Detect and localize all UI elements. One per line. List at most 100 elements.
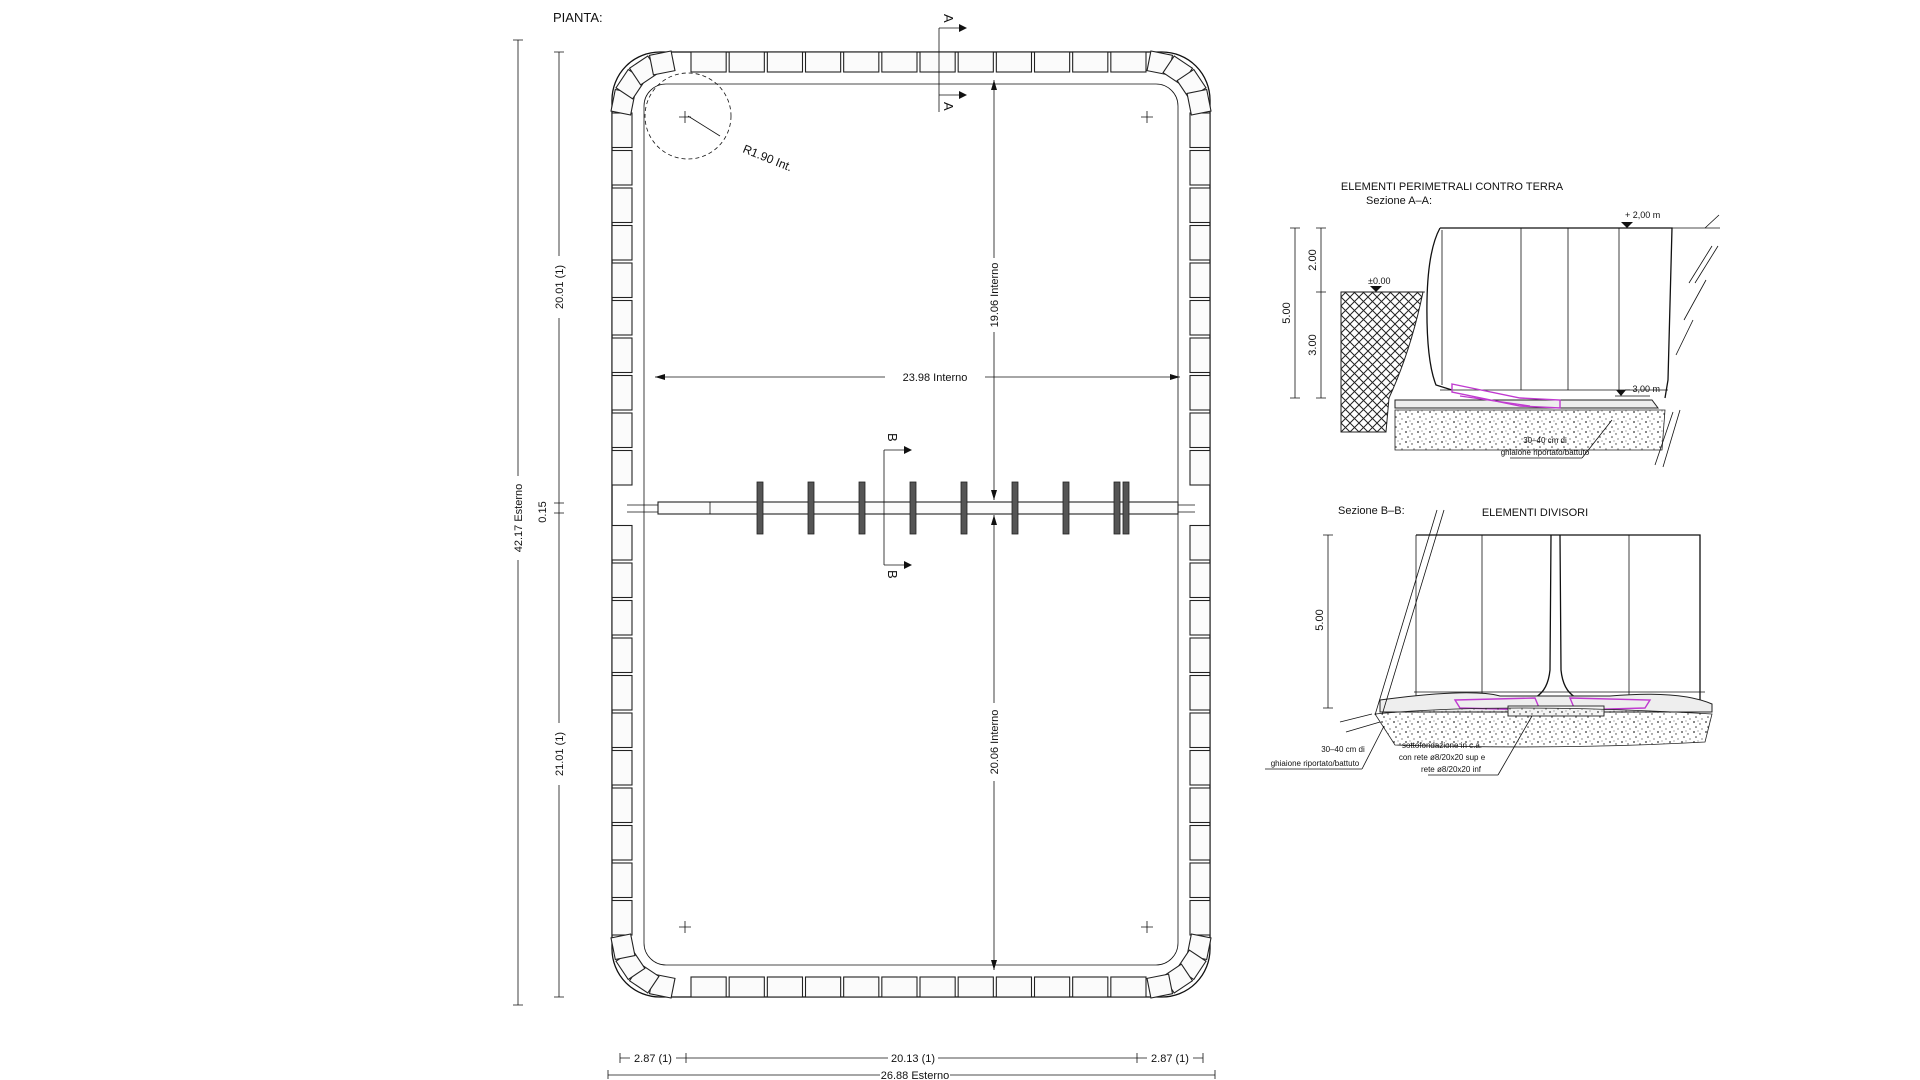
perimeter-block — [766, 976, 804, 998]
perimeter-block — [611, 562, 633, 599]
gravel-aa — [1394, 409, 1666, 451]
left-dimensions: 42.17 Esterno 20.01 (1) 21.01 (1) 0.15 — [510, 39, 567, 1006]
section-bb-dim-height: 5.00 — [1314, 609, 1326, 630]
perimeter-block — [1186, 88, 1212, 116]
perimeter-block — [804, 51, 842, 73]
perimeter-block — [611, 524, 633, 561]
perimeter-block — [919, 51, 956, 73]
perimeter-block — [648, 50, 676, 76]
bottom-half-label: 21.01 (1) — [554, 732, 566, 776]
right-end-label: 2.87 (1) — [1151, 1053, 1189, 1065]
total-width-label: 26.88 Esterno — [881, 1070, 950, 1080]
perimeter-block — [1189, 824, 1211, 861]
perimeter-block — [804, 976, 842, 998]
perimeter-block — [1072, 976, 1109, 998]
perimeter-block — [1189, 637, 1211, 674]
section-b-marker: B B — [883, 433, 912, 579]
perimeter-block — [1189, 112, 1211, 149]
perimeter-block — [611, 749, 633, 786]
perimeter-block — [1189, 674, 1211, 711]
perimeter-block — [690, 976, 727, 998]
section-a-label-top: A — [941, 14, 956, 23]
perimeter-block — [1189, 449, 1211, 486]
section-bb-title: Sezione B–B: — [1338, 505, 1405, 517]
foundation-line1: sottofondazione in c.a. — [1402, 741, 1482, 750]
level-zero-label: ±0.00 — [1368, 276, 1390, 286]
perimeter-block — [611, 449, 633, 486]
divider-buttress — [909, 481, 917, 535]
bottom-dimensions: 2.87 (1) 20.13 (1) 2.87 (1) 26.88 Estern… — [607, 1050, 1216, 1080]
perimeter-block — [611, 599, 633, 636]
divider-buttress — [1122, 481, 1130, 535]
interior-length-top-label: 19.06 Interno — [989, 263, 1001, 328]
perimeter-block — [611, 824, 633, 861]
perimeter-block — [1189, 562, 1211, 599]
radius-label: R1.90 Int. — [741, 142, 794, 174]
level-bottom-label: – 3,00 m — [1625, 384, 1660, 394]
gravel-bb-line2: ghiaione riportato/battuto — [1271, 759, 1360, 768]
divider-buttress — [960, 481, 968, 535]
gravel-bb — [1374, 707, 1713, 748]
perimeter-block — [919, 976, 956, 998]
section-aa-title: Sezione A–A: — [1366, 195, 1432, 207]
soil-hatch — [1340, 291, 1424, 433]
perimeter-block — [995, 976, 1033, 998]
perimeter-block — [610, 933, 636, 961]
divider-buttress — [1011, 481, 1019, 535]
perimeter-block — [1189, 262, 1211, 299]
perimeter-block — [611, 637, 633, 674]
plan-view: PIANTA: R1.90 Int. — [510, 10, 1216, 1080]
perimeter-block — [728, 51, 765, 73]
perimeter-block — [1146, 973, 1174, 999]
perimeter-block — [881, 51, 918, 73]
perimeter-block — [995, 51, 1033, 73]
perimeter-block — [611, 899, 633, 936]
perimeter-block — [1189, 749, 1211, 786]
perimeter-block — [611, 262, 633, 299]
divider-buttress — [1113, 481, 1121, 535]
perimeter-block — [1110, 51, 1147, 73]
interior-length-bottom-label: 20.06 Interno — [989, 710, 1001, 775]
perimeter-block — [611, 187, 633, 224]
slope-lines-bb — [1339, 509, 1445, 733]
gravel-aa-line2: ghiaione riportato/battuto — [1501, 448, 1590, 457]
base-slab-aa — [1394, 399, 1659, 409]
perimeter-block — [611, 862, 633, 899]
perimeter-block — [690, 51, 727, 73]
interior-width-label: 23.98 Interno — [903, 372, 968, 384]
perimeter-block — [1189, 712, 1211, 749]
perimeter-block — [611, 337, 633, 374]
plan-inner-outline — [643, 83, 1179, 966]
perimeter-block — [843, 976, 880, 998]
section-aa-dim-lower: 3.00 — [1307, 334, 1319, 355]
section-aa-heading: ELEMENTI PERIMETRALI CONTRO TERRA — [1341, 181, 1564, 193]
perimeter-block — [611, 674, 633, 711]
perimeter-block — [766, 51, 804, 73]
base-slab-bb — [1379, 692, 1713, 713]
section-b-label-top: B — [885, 433, 900, 442]
perimeter-block — [1072, 51, 1109, 73]
foundation-line2: con rete ø8/20x20 sup e — [1399, 753, 1486, 762]
perimeter-block — [1189, 412, 1211, 449]
top-half-label: 20.01 (1) — [554, 265, 566, 309]
section-b-label-bottom: B — [885, 570, 900, 579]
perimeter-block — [611, 112, 633, 149]
perimeter-block — [611, 149, 633, 186]
section-a-label-bottom: A — [941, 102, 956, 111]
perimeter-block — [611, 374, 633, 411]
divider-buttress — [858, 481, 866, 535]
perimeter-block — [1033, 51, 1071, 73]
middle-label: 20.13 (1) — [891, 1053, 935, 1065]
section-bb-heading: ELEMENTI DIVISORI — [1482, 507, 1588, 519]
perimeter-block — [843, 51, 880, 73]
level-top-label: + 2,00 m — [1625, 210, 1660, 220]
perimeter-block — [611, 412, 633, 449]
perimeter-block — [1110, 976, 1147, 998]
perimeter-block — [611, 299, 633, 336]
perimeter-block — [611, 712, 633, 749]
section-bb: Sezione B–B: ELEMENTI DIVISORI 5.00 30–4… — [1265, 505, 1713, 776]
perimeter-block — [1189, 787, 1211, 824]
divider-buttress — [807, 481, 815, 535]
section-a-marker: A A — [938, 14, 967, 112]
